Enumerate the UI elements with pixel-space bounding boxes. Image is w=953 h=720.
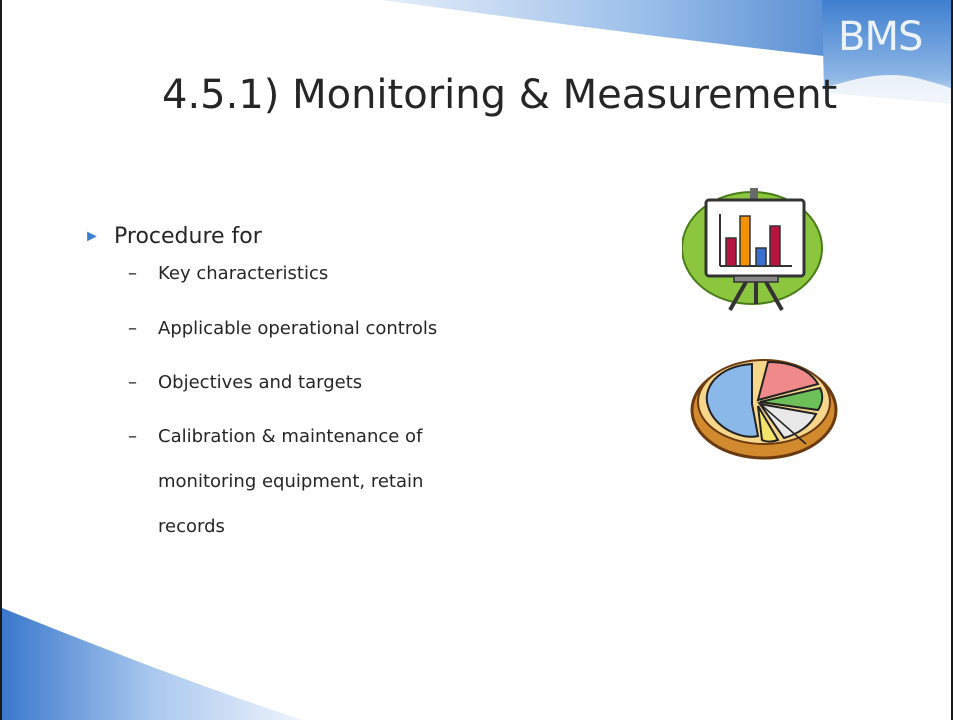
sub-item: – Objectives and targets [128, 372, 362, 393]
dash-marker: – [128, 263, 137, 284]
sub-item: – Calibration & maintenance of [128, 426, 422, 447]
sub-item: – Applicable operational controls [128, 318, 437, 339]
slide-title: 4.5.1) Monitoring & Measurement [162, 72, 838, 118]
dash-marker: – [128, 372, 137, 393]
sub-item-text: Objectives and targets [158, 372, 363, 393]
bullet-item: ► Procedure for [84, 224, 262, 249]
bullet-text: Procedure for [114, 224, 262, 249]
sub-item-text: Calibration & maintenance of [158, 426, 423, 447]
dash-marker: – [128, 318, 137, 339]
presentation-easel-chart-icon [682, 188, 823, 311]
pie-chart-icon [690, 359, 838, 460]
dash-marker: – [128, 426, 137, 447]
bottom-decorative-band [2, 608, 302, 720]
sub-item-continuation: monitoring equipment, retain [158, 471, 424, 492]
triangle-bullet-icon: ► [84, 227, 100, 245]
sub-item-text: Applicable operational controls [158, 318, 438, 339]
sub-item: – Key characteristics [128, 263, 328, 284]
bms-logo: BMS [838, 14, 923, 60]
sub-item-continuation: records [158, 516, 225, 537]
top-decorative-band [382, 0, 951, 104]
sub-item-text: Key characteristics [158, 263, 329, 284]
